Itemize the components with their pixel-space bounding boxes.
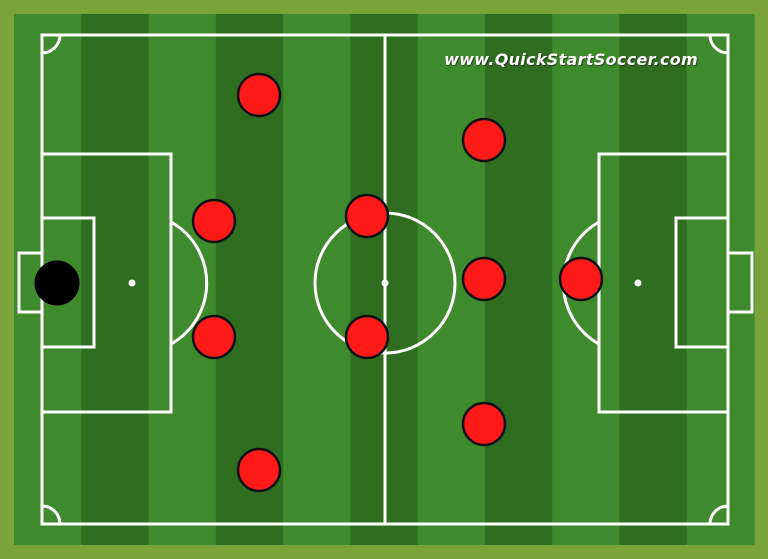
right-penalty-spot: [634, 279, 642, 287]
player-marker: [461, 256, 507, 302]
pitch-markings: [17, 33, 754, 526]
player-marker: [461, 117, 507, 163]
grass-stripe: [283, 14, 351, 545]
player-marker: [558, 256, 604, 302]
corner-arc-top-right: [708, 34, 729, 55]
left-penalty-arc: [170, 220, 209, 346]
left-penalty-spot: [128, 279, 136, 287]
right-goal: [726, 251, 754, 314]
corner-arc-bottom-right: [708, 504, 729, 525]
website-watermark: www.QuickStartSoccer.com: [444, 50, 698, 69]
center-spot: [381, 279, 389, 287]
corner-arc-bottom-left: [41, 504, 62, 525]
player-marker: [236, 447, 282, 493]
player-marker: [344, 314, 390, 360]
player-marker: [191, 314, 237, 360]
corner-arc-top-left: [41, 34, 62, 55]
player-marker: [191, 198, 237, 244]
player-marker: [461, 401, 507, 447]
grass-stripe: [81, 14, 150, 545]
player-marker: [344, 193, 390, 239]
grass-stripe: [686, 14, 755, 545]
goalkeeper-marker: [34, 260, 80, 306]
players: [34, 72, 604, 493]
player-marker: [236, 72, 282, 118]
